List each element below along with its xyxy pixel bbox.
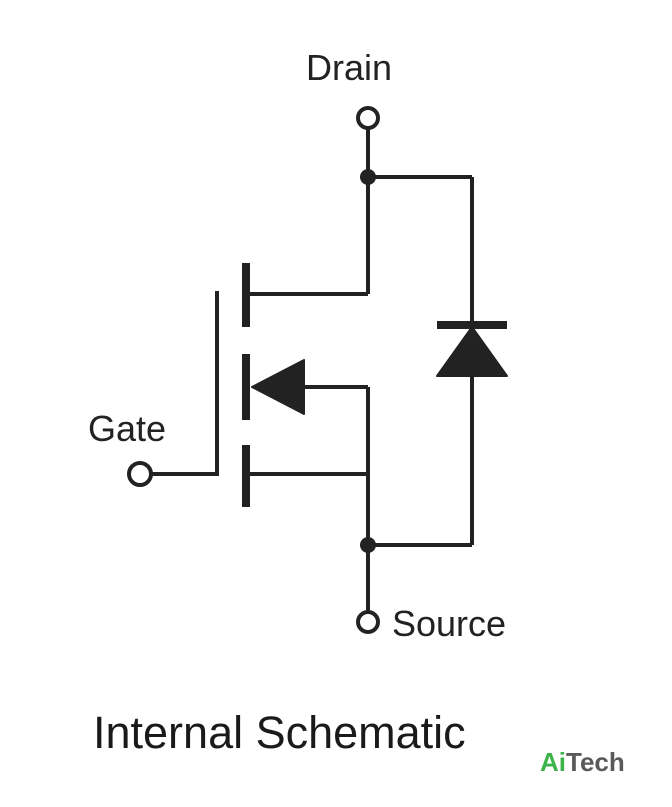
gate-label: Gate — [88, 408, 166, 449]
channel-segments — [242, 263, 250, 507]
diode-bar — [437, 321, 507, 329]
watermark-ai: Ai — [540, 747, 566, 777]
watermark-tech: Tech — [566, 747, 625, 777]
source-label: Source — [392, 603, 506, 644]
junction-dot-top — [360, 169, 376, 185]
wires — [152, 129, 474, 611]
diode-triangle — [436, 326, 508, 377]
channel-segment-middle — [242, 354, 250, 420]
body-arrow-icon — [251, 359, 305, 415]
body-diode-icon — [436, 321, 508, 377]
svg-text:AiTech: AiTech — [540, 747, 625, 777]
diagram-title: Internal Schematic — [93, 707, 466, 758]
drain-terminal-icon — [356, 106, 380, 130]
watermark-logo: AiTech — [540, 747, 625, 777]
channel-segment-bottom — [242, 445, 250, 507]
junction-dot-bottom — [360, 537, 376, 553]
gate-terminal-icon — [127, 461, 153, 487]
channel-segment-top — [242, 263, 250, 327]
drain-label: Drain — [306, 47, 392, 88]
source-terminal-icon — [356, 610, 380, 634]
